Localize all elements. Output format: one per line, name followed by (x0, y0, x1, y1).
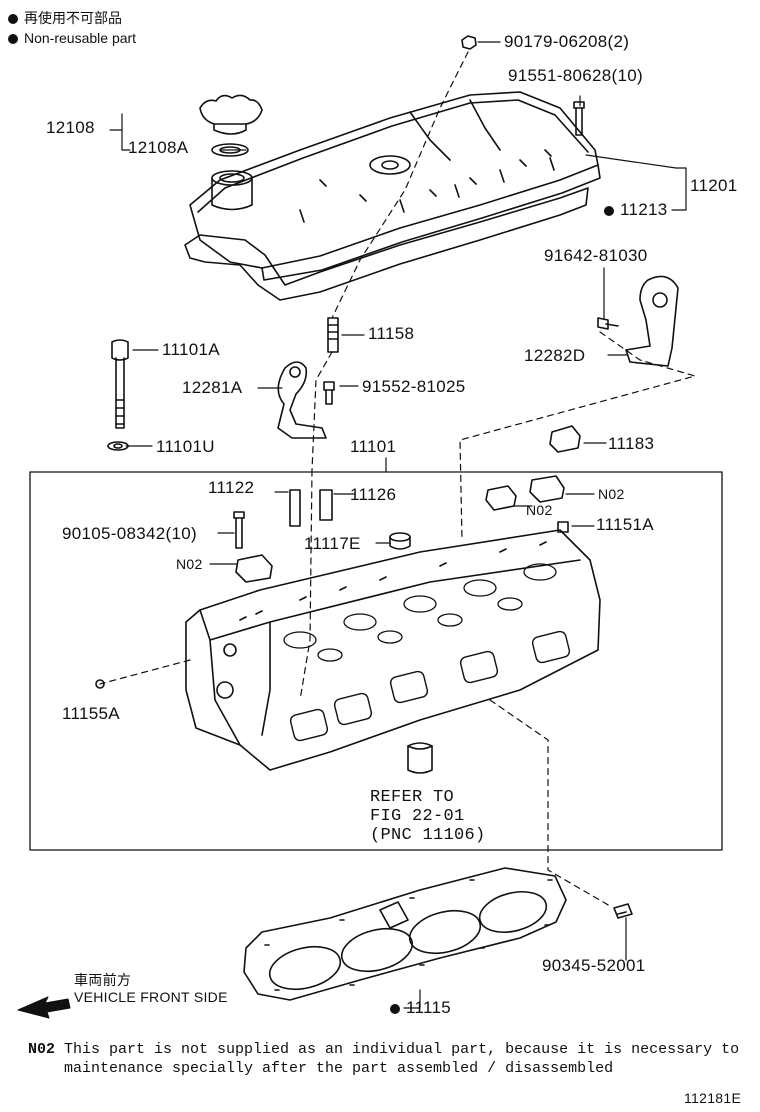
front-arrow-icon (17, 996, 71, 1019)
engine-hanger-rear-drawing (597, 275, 679, 367)
direction-en: VEHICLE FRONT SIDE (74, 989, 228, 1005)
part-label-11201[interactable]: 11201 (690, 176, 738, 195)
part-label-11155A[interactable]: 11155A (62, 704, 120, 723)
part-label-12281A[interactable]: 12281A (182, 378, 243, 397)
part-label-91551[interactable]: 91551-80628(10) (508, 66, 643, 85)
refer-line-2: FIG 22-01 (370, 807, 465, 826)
small-parts-drawing (95, 475, 569, 689)
part-label-11122[interactable]: 11122 (208, 478, 255, 497)
plug-90345-drawing (613, 903, 633, 919)
non-reusable-dot-icon (390, 1004, 400, 1014)
legend-jp: 再使用不可部品 (8, 8, 122, 28)
engine-hanger-front-drawing (277, 361, 335, 439)
non-reusable-dot-icon (8, 14, 18, 24)
part-label-12282D[interactable]: 12282D (524, 346, 586, 365)
part-label-11101A[interactable]: 11101A (162, 340, 220, 359)
legend-en: Non-reusable part (8, 30, 136, 46)
nut-90179-drawing (461, 35, 477, 50)
cylinder-head-drawing (185, 529, 601, 774)
legend-en-text: Non-reusable part (24, 30, 137, 46)
part-label-11158[interactable]: 11158 (368, 324, 415, 343)
part-label-12108A[interactable]: 12108A (128, 138, 189, 157)
part-label-90345[interactable]: 90345-52001 (542, 956, 646, 975)
cover-gasket-drawing (184, 187, 589, 301)
part-label-91642[interactable]: 91642-81030 (544, 246, 648, 265)
part-label-11213[interactable]: 11213 (604, 200, 668, 220)
part-label-n02-c[interactable]: N02 (176, 556, 203, 572)
part-label-11183[interactable]: 11183 (608, 434, 655, 453)
part-label-12108[interactable]: 12108 (46, 118, 95, 137)
head-bolt-drawing (107, 339, 129, 451)
refer-line-1: REFER TO (370, 788, 455, 807)
non-reusable-dot-icon (8, 34, 18, 44)
part-label-n02-b[interactable]: N02 (526, 502, 553, 518)
part-label-90179[interactable]: 90179-06208(2) (504, 32, 630, 51)
refer-line-3[interactable]: (PNC 11106) (370, 826, 486, 845)
part-label-11101[interactable]: 11101 (350, 437, 397, 456)
part-number: 11213 (620, 200, 668, 219)
part-label-11151A[interactable]: 11151A (596, 515, 654, 534)
part-label-11101U[interactable]: 11101U (156, 437, 215, 456)
footnote-line-1: This part is not supplied as an individu… (64, 1041, 740, 1058)
part-label-91552[interactable]: 91552-81025 (362, 377, 466, 396)
part-label-90105[interactable]: 90105-08342(10) (62, 524, 197, 543)
non-reusable-dot-icon (604, 206, 614, 216)
part-label-11126[interactable]: 11126 (350, 485, 397, 504)
figure-id: 112181E (684, 1090, 742, 1106)
part-label-11117E[interactable]: 11117E (304, 534, 361, 553)
oil-cap-drawing (199, 94, 263, 157)
legend-jp-text: 再使用不可部品 (24, 10, 122, 26)
part-label-n02-a[interactable]: N02 (598, 486, 625, 502)
cylinder-head-group-frame (29, 471, 723, 851)
head-gasket-drawing (243, 867, 567, 1001)
valve-cover-drawing (189, 91, 601, 281)
bolt-91551-drawing (573, 101, 585, 136)
bearing-cap-11183-drawing (549, 425, 581, 453)
part-label-11115[interactable]: 11115 (390, 998, 451, 1018)
part-number: 11115 (406, 998, 451, 1017)
stud-11158-drawing (327, 317, 339, 353)
footnote-line-2: maintenance specially after the part ass… (64, 1060, 614, 1077)
footnote-code: N02 (28, 1041, 56, 1058)
direction-jp: 車両前方 (74, 972, 132, 988)
